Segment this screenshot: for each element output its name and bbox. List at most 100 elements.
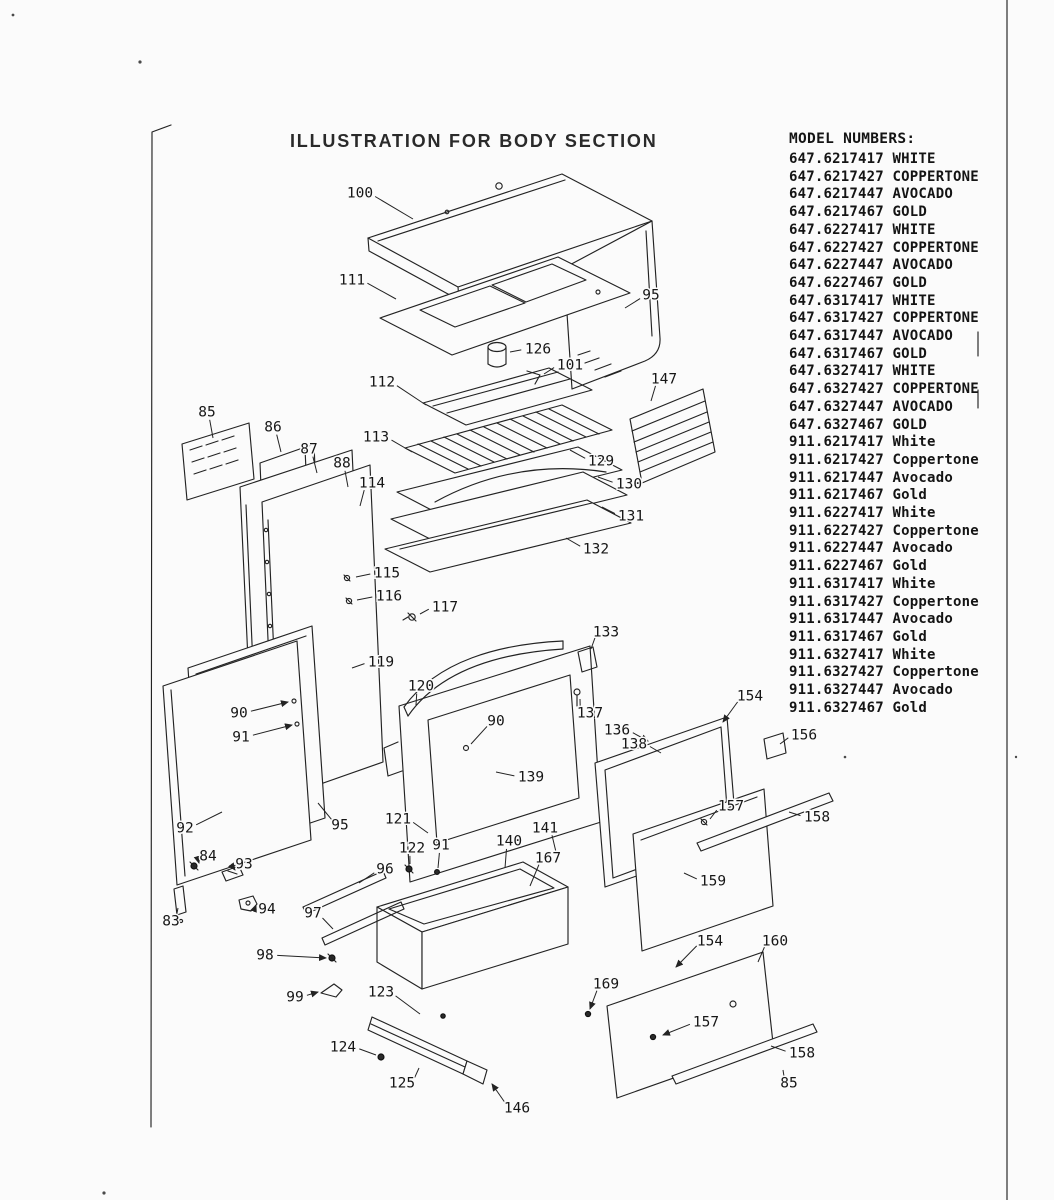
part-label-85: 85: [780, 1076, 797, 1092]
leader-line-96: [358, 872, 375, 884]
body-wrapper-outline: [367, 173, 661, 390]
fastener-parts: [173, 861, 440, 998]
part-label-97: 97: [304, 906, 321, 922]
part-label-158: 158: [804, 810, 830, 826]
model-number-row: 911.6217427 Coppertone: [789, 451, 979, 468]
part-label-95: 95: [331, 818, 348, 834]
leader-line-91: [252, 723, 293, 736]
model-number-row: 911.6227417 White: [789, 505, 936, 522]
part-label-92: 92: [176, 821, 193, 837]
model-number-row: 911.6317417 White: [789, 575, 936, 592]
vent-duct-outline: [487, 341, 541, 385]
leader-line-120: [415, 693, 418, 706]
part-label-132: 132: [583, 542, 609, 558]
part-number-labels: 1001119512610114711211312913013113285868…: [161, 184, 832, 1118]
part-label-121: 121: [385, 812, 411, 828]
leader-line-123: [395, 995, 421, 1015]
model-number-row: 647.6317427 COPPERTONE: [789, 310, 979, 327]
leader-line-93: [227, 862, 236, 871]
part-label-96: 96: [376, 862, 393, 878]
lower-trim-strip-outline: [671, 1023, 818, 1085]
leader-line-98: [277, 954, 327, 962]
part-label-126: 126: [525, 342, 551, 358]
oven-liner-panels-outline: [384, 446, 632, 573]
leader-line-130: [597, 476, 613, 483]
part-label-133: 133: [593, 625, 619, 641]
part-label-169: 169: [593, 977, 619, 993]
leader-line-169: [589, 990, 598, 1010]
panel-screws: [343, 574, 417, 622]
part-label-94: 94: [258, 902, 276, 918]
part-label-122: 122: [399, 841, 425, 857]
vent-trim-outline: [181, 422, 255, 501]
part-label-139: 139: [518, 770, 544, 786]
part-label-140: 140: [496, 834, 522, 850]
leader-line-94: [250, 904, 257, 913]
leader-line-121: [412, 821, 429, 834]
model-number-row: 911.6217417 White: [789, 434, 936, 451]
part-label-85: 85: [198, 405, 215, 421]
part-label-112: 112: [369, 375, 395, 391]
leader-line-113: [391, 439, 413, 453]
model-number-row: 911.6227447 Avocado: [789, 540, 953, 557]
part-label-154: 154: [737, 689, 763, 705]
leader-line-85: [782, 1069, 785, 1076]
oven-rack-outline: [404, 404, 613, 474]
leader-line-156: [779, 737, 789, 745]
part-label-157: 157: [693, 1015, 719, 1031]
part-label-137: 137: [577, 706, 603, 722]
part-label-84: 84: [199, 849, 217, 865]
leader-line-167: [529, 864, 540, 887]
part-label-146: 146: [504, 1101, 530, 1117]
part-label-95: 95: [642, 288, 659, 304]
part-label-100: 100: [347, 186, 373, 202]
model-number-row: 911.6327467 Gold: [789, 699, 928, 716]
part-label-156: 156: [791, 728, 817, 744]
leader-line-90: [250, 700, 289, 712]
part-label-83: 83: [162, 914, 179, 930]
part-label-167: 167: [535, 851, 561, 867]
model-number-row: 911.6227467 Gold: [789, 558, 928, 575]
leader-line-90: [470, 726, 488, 745]
leader-line-140: [504, 848, 507, 869]
part-label-99: 99: [286, 990, 303, 1006]
leader-line-154: [675, 945, 698, 968]
part-label-141: 141: [532, 821, 558, 837]
leader-line-114: [359, 489, 365, 507]
part-label-114: 114: [359, 476, 385, 492]
leader-line-95: [624, 298, 641, 309]
door-hardware: [700, 732, 787, 826]
part-label-90: 90: [230, 706, 247, 722]
leader-line-138: [649, 746, 662, 754]
leader-line-87: [312, 456, 318, 474]
door-frame-small-parts: [383, 646, 598, 777]
leader-line-158: [770, 1045, 786, 1052]
model-number-row: 647.6317447 AVOCADO: [789, 328, 953, 345]
leader-lines: [176, 196, 801, 1103]
model-number-row: 911.6317427 Coppertone: [789, 593, 979, 610]
door-panel-outer-outline: [162, 640, 312, 886]
leader-line-92: [195, 811, 223, 826]
rack-guide-outline: [422, 367, 593, 426]
leader-line-157: [662, 1023, 691, 1036]
model-number-row: 647.6327447 AVOCADO: [789, 398, 953, 415]
leader-line-132: [565, 537, 581, 547]
part-label-115: 115: [374, 566, 400, 582]
part-label-160: 160: [762, 934, 788, 950]
leader-line-88: [344, 470, 349, 488]
part-label-116: 116: [376, 589, 402, 605]
part-label-98: 98: [256, 948, 273, 964]
leader-line-100: [374, 196, 414, 220]
part-label-159: 159: [700, 874, 726, 890]
part-label-136: 136: [604, 723, 630, 739]
part-label-158: 158: [789, 1046, 815, 1062]
leader-line-154: [722, 701, 739, 723]
model-number-row: 647.6227467 GOLD: [789, 274, 928, 291]
leader-line-84: [193, 855, 201, 864]
model-number-row: 911.6217467 Gold: [789, 487, 928, 504]
leader-line-139: [495, 771, 515, 777]
leader-line-159: [683, 872, 698, 880]
part-label-113: 113: [363, 430, 389, 446]
model-number-row: 911.6327417 White: [789, 646, 936, 663]
